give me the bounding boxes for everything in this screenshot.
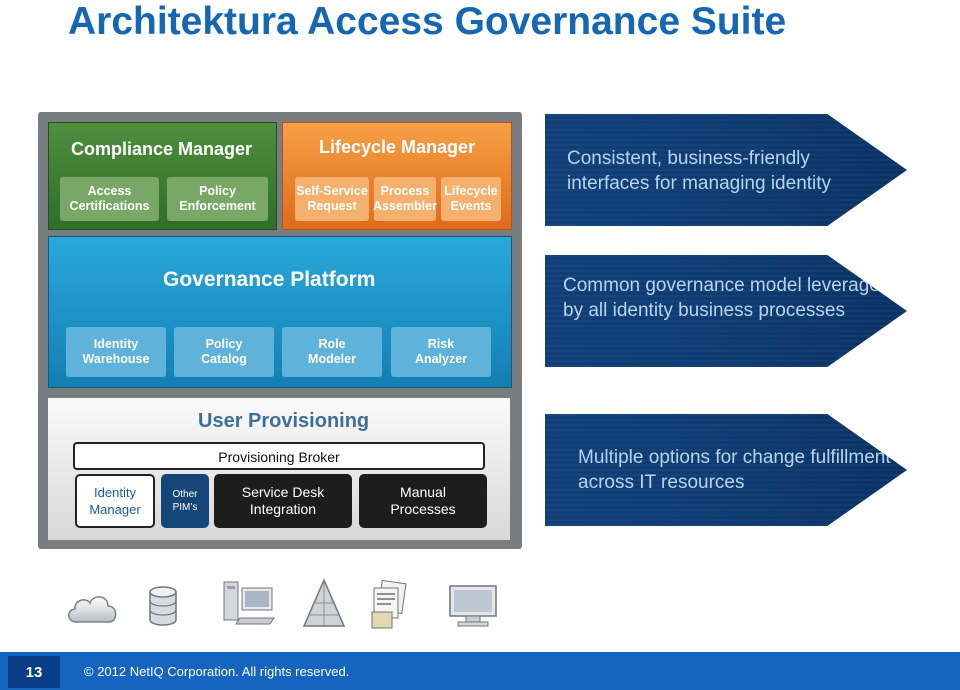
- provisioning-broker-bar: Provisioning Broker: [73, 442, 485, 470]
- network-pyramid-icon: [302, 578, 346, 627]
- callout-text-fulfillment: Multiple options for change fulfillment …: [578, 447, 891, 493]
- footer-bar: 13 © 2012 NetIQ Corporation. All rights …: [0, 652, 960, 690]
- governance-platform-panel: Governance Platform Identity Warehouse P…: [48, 236, 512, 388]
- callout-text-interfaces: Consistent, business-friendly interfaces…: [567, 148, 832, 194]
- service-desk-integration-box: Service Desk Integration: [214, 474, 352, 528]
- callout-arrow-governance: Common governance model leveraged by all…: [545, 255, 907, 367]
- governance-platform-title: Governance Platform: [163, 268, 376, 291]
- role-modeler-tile: Role Modeler: [282, 327, 382, 377]
- compliance-manager-panel: Compliance Manager Access Certifications…: [48, 122, 277, 230]
- lifecycle-events-tile: Lifecycle Events: [441, 177, 501, 221]
- database-icon: [149, 586, 177, 626]
- callout-arrow-fulfillment: Multiple options for change fulfillment …: [545, 414, 907, 526]
- identity-warehouse-tile: Identity Warehouse: [66, 327, 166, 377]
- identity-manager-box: Identity Manager: [75, 474, 155, 528]
- callout-text-governance: Common governance model leveraged by all…: [563, 275, 891, 321]
- user-provisioning-title: User Provisioning: [198, 410, 370, 432]
- lifecycle-manager-title: Lifecycle Manager: [319, 137, 476, 157]
- provisioning-broker-label: Provisioning Broker: [218, 449, 340, 465]
- policy-enforcement-tile: Policy Enforcement: [167, 177, 268, 221]
- self-service-request-tile: Self-Service Request: [295, 177, 369, 221]
- monitor-icon: [449, 585, 497, 627]
- callout-arrow-interfaces: Consistent, business-friendly interfaces…: [545, 114, 907, 226]
- slide-title: Architektura Access Governance Suite: [68, 0, 787, 43]
- cloud-icon: [68, 596, 117, 623]
- copyright-text: © 2012 NetIQ Corporation. All rights res…: [84, 664, 350, 679]
- computer-icon: [223, 581, 275, 625]
- documents-icon: [371, 580, 407, 629]
- compliance-manager-title: Compliance Manager: [71, 139, 253, 159]
- process-assembler-tile: Process Assembler: [373, 177, 437, 221]
- policy-catalog-tile: Policy Catalog: [174, 327, 274, 377]
- risk-analyzer-tile: Risk Analyzer: [391, 327, 491, 377]
- manual-processes-box: Manual Processes: [359, 474, 487, 528]
- page-number: 13: [8, 656, 60, 688]
- other-pims-box: Other PIM’s: [161, 474, 209, 528]
- access-certifications-tile: Access Certifications: [60, 177, 159, 221]
- lifecycle-manager-panel: Lifecycle Manager Self-Service Request P…: [282, 122, 512, 230]
